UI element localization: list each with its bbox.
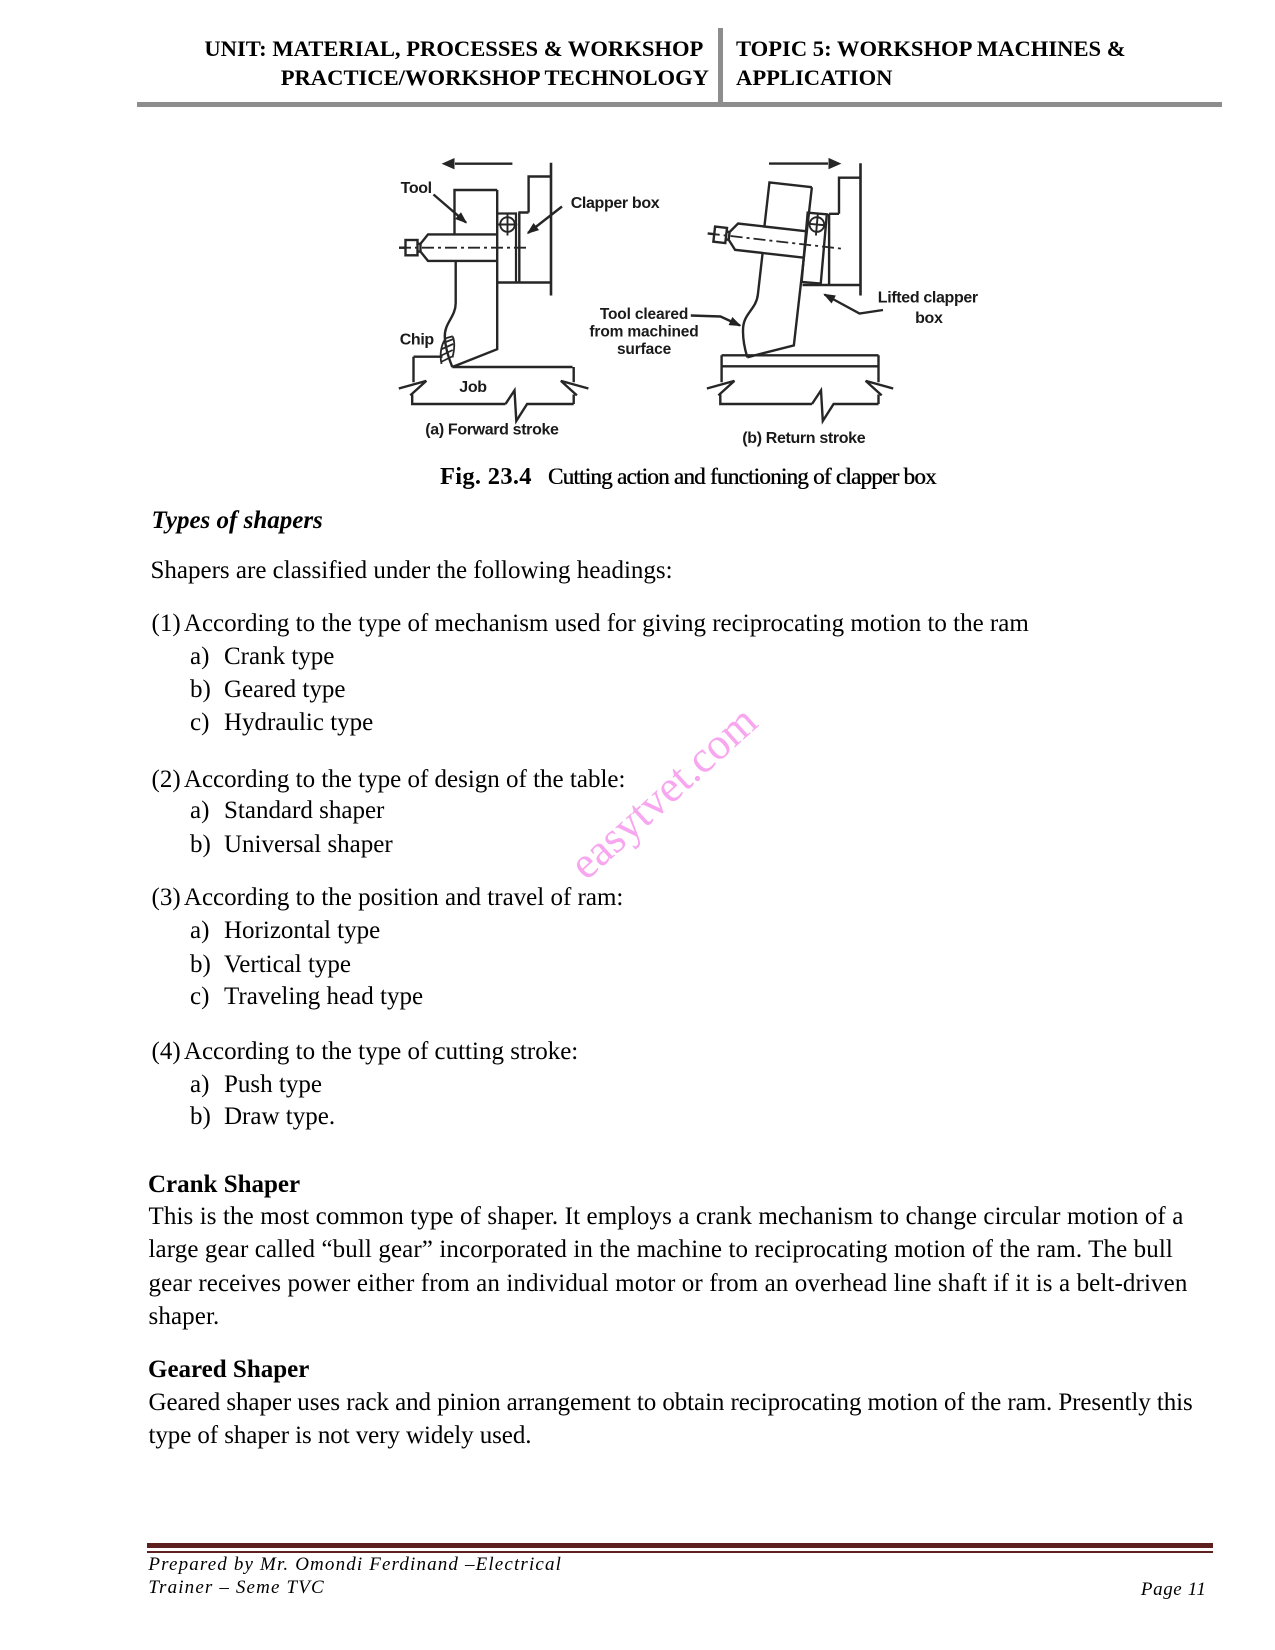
svg-text:surface: surface <box>617 341 672 358</box>
svg-text:box: box <box>915 310 943 327</box>
svg-text:Job: Job <box>459 379 487 396</box>
svg-text:(b) Return stroke: (b) Return stroke <box>742 430 865 447</box>
svg-text:Lifted clapper: Lifted clapper <box>878 290 978 307</box>
svg-text:(a) Forward stroke: (a) Forward stroke <box>425 422 559 439</box>
svg-text:Clapper box: Clapper box <box>571 195 660 212</box>
svg-text:Tool: Tool <box>401 180 432 197</box>
svg-text:from machined: from machined <box>589 324 698 341</box>
svg-text:Chip: Chip <box>400 332 435 349</box>
svg-text:Tool cleared: Tool cleared <box>600 306 688 323</box>
